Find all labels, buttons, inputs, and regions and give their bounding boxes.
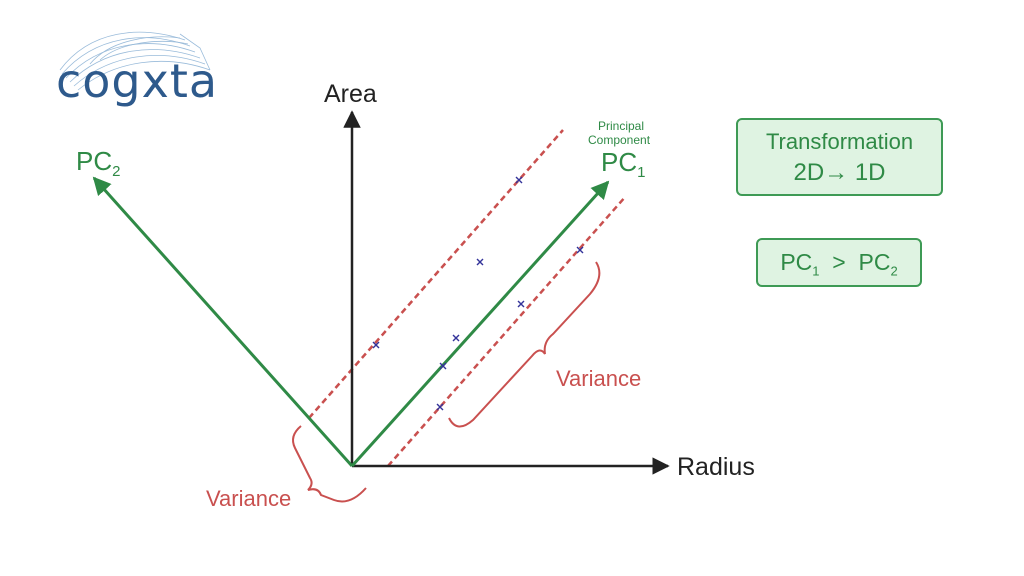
logo-wordmark: cogxta [56,54,219,108]
data-points [372,176,584,411]
data-point-cross-icon [515,176,523,184]
logo-wave-icon [59,31,211,91]
comparison-left-sub: 1 [812,263,820,279]
transformation-title: Transformation [765,129,914,154]
data-point-cross-icon [436,403,444,411]
comparison-right-sub: 2 [890,263,898,279]
variance-label-upper: Variance [556,366,641,391]
pc2-arrow [92,176,354,468]
pc2-label: PC2 [76,146,120,180]
lower-variance-brace [292,425,367,503]
upper-variance-brace [448,261,601,428]
y-axis-label: Area [324,80,377,108]
pc1-label: PC1 [601,147,645,181]
principal-component-caption-line2: Component [588,133,651,147]
x-axis-label: Radius [677,453,755,481]
data-point-cross-icon [576,246,584,254]
data-point-cross-icon [517,300,525,308]
variance-label-lower: Variance [206,486,291,511]
lower-variance-dashed-line [387,195,627,467]
data-point-cross-icon [476,258,484,266]
comparison-left-base: PC [780,249,813,275]
comparison-right-base: PC [858,249,891,275]
principal-component-caption-line1: Principal [598,119,644,133]
transformation-box: Transformation 2D→ 1D [736,118,943,196]
pc1-arrow [350,180,610,468]
transformation-detail: 2D→ 1D [793,159,886,186]
data-point-cross-icon [452,334,460,342]
data-point-cross-icon [439,362,447,370]
data-point-cross-icon [372,341,380,349]
comparison-operator: > [832,249,846,275]
comparison-box: PC1 > PC2 [756,238,922,287]
